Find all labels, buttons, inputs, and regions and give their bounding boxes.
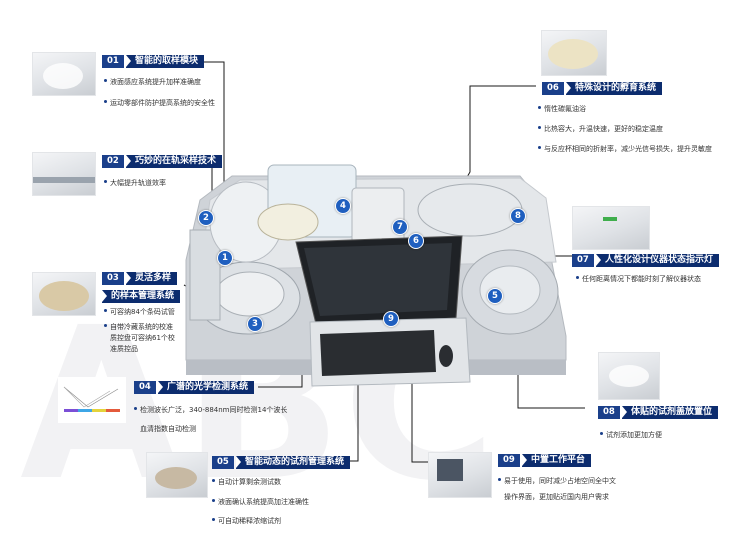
feature-item: 与反应杯相同的折射率，减少光信号损失，提升灵敏度 [538,144,712,154]
sample-rack [189,229,221,321]
callout-title: 智能动态的试剂管理系统 [236,456,351,469]
feature-item: 可自动稀释浓缩试剂 [212,516,281,526]
thumb-03 [32,272,96,316]
feature-item: 自动计算剩余测试数 [212,477,281,487]
thumb-01 [32,52,96,96]
feature-item: 液面感应系统提升加样准确度 [104,77,201,87]
callout-title-2: 的样本管理系统 [102,290,181,303]
thumb-08 [598,352,660,400]
incubation-disk [417,183,523,237]
feature-item: 液面确认系统提高加注准确性 [212,497,309,507]
callout-number: 05 [212,456,234,469]
feature-item: 检测波长广泛，340-884nm同时检测14个波长 [134,405,287,415]
callout-title: 人性化设计仪器状态指示灯 [596,254,720,267]
thumb-02 [32,152,96,196]
callout-title: 体贴的试剂盖放置位 [622,406,719,419]
mouse [439,345,453,367]
badge-3[interactable]: 3 [247,316,263,332]
badge-1[interactable]: 1 [217,250,233,266]
callout-number: 01 [102,55,124,68]
thumb-04 [58,377,126,423]
callout-title: 中置工作平台 [522,454,592,467]
feature-item: 运动零部件防护提高系统的安全性 [104,98,215,108]
reagent-ring [257,203,319,241]
callout-number: 09 [498,454,520,467]
feature-item: 大幅提升轨道效率 [104,178,166,188]
callout-title: 特殊设计的孵育系统 [566,82,663,95]
keyboard [320,330,436,376]
badge-4[interactable]: 4 [335,198,351,214]
feature-item: 比热容大，升温快速，更好的稳定温度 [538,124,663,134]
callout-title: 智能的取样模块 [126,55,205,68]
callout-number: 02 [102,155,124,168]
callout-number: 04 [134,381,156,394]
callout-title: 广谱的光学检测系统 [158,381,255,394]
badge-5[interactable]: 5 [487,288,503,304]
thumb-09 [428,452,492,498]
callout-title: 巧妙的在轨采样技术 [126,155,223,168]
thumb-05 [146,452,208,498]
feature-item-cont: 质控盘可容纳61个校 [110,334,175,342]
feature-item-cont: 操作界面，更加贴近国内用户需求 [504,493,609,501]
thumb-07 [572,206,650,250]
feature-item-cont: 血清指数自动检测 [140,425,196,433]
feature-item: 可容纳84个条码试管 [104,307,175,317]
sample-disk-inner [215,271,285,317]
feature-item: 任何距离情况下都能时刻了解仪器状态 [576,274,701,284]
feature-item: 易于使用，同时减少占地空间全中文 [498,476,616,486]
badge-2[interactable]: 2 [198,210,214,226]
callout-number: 08 [598,406,620,419]
callout-title: 灵活多样 [126,272,178,285]
feature-item: 自带冷藏系统的校准 [104,322,173,332]
callout-number: 06 [542,82,564,95]
callout-number: 07 [572,254,594,267]
feature-item-cont: 准质控品 [110,345,138,353]
spectrum-icon [63,386,120,412]
callout-number: 03 [102,272,124,285]
badge-7[interactable]: 7 [392,219,408,235]
feature-item: 惰性碳氟油浴 [538,104,586,114]
thumb-06 [541,30,607,76]
badge-8[interactable]: 8 [510,208,526,224]
monitor-screen [304,243,452,316]
feature-item: 试剂添加更加方便 [600,430,662,440]
badge-6[interactable]: 6 [408,233,424,249]
badge-9[interactable]: 9 [383,311,399,327]
